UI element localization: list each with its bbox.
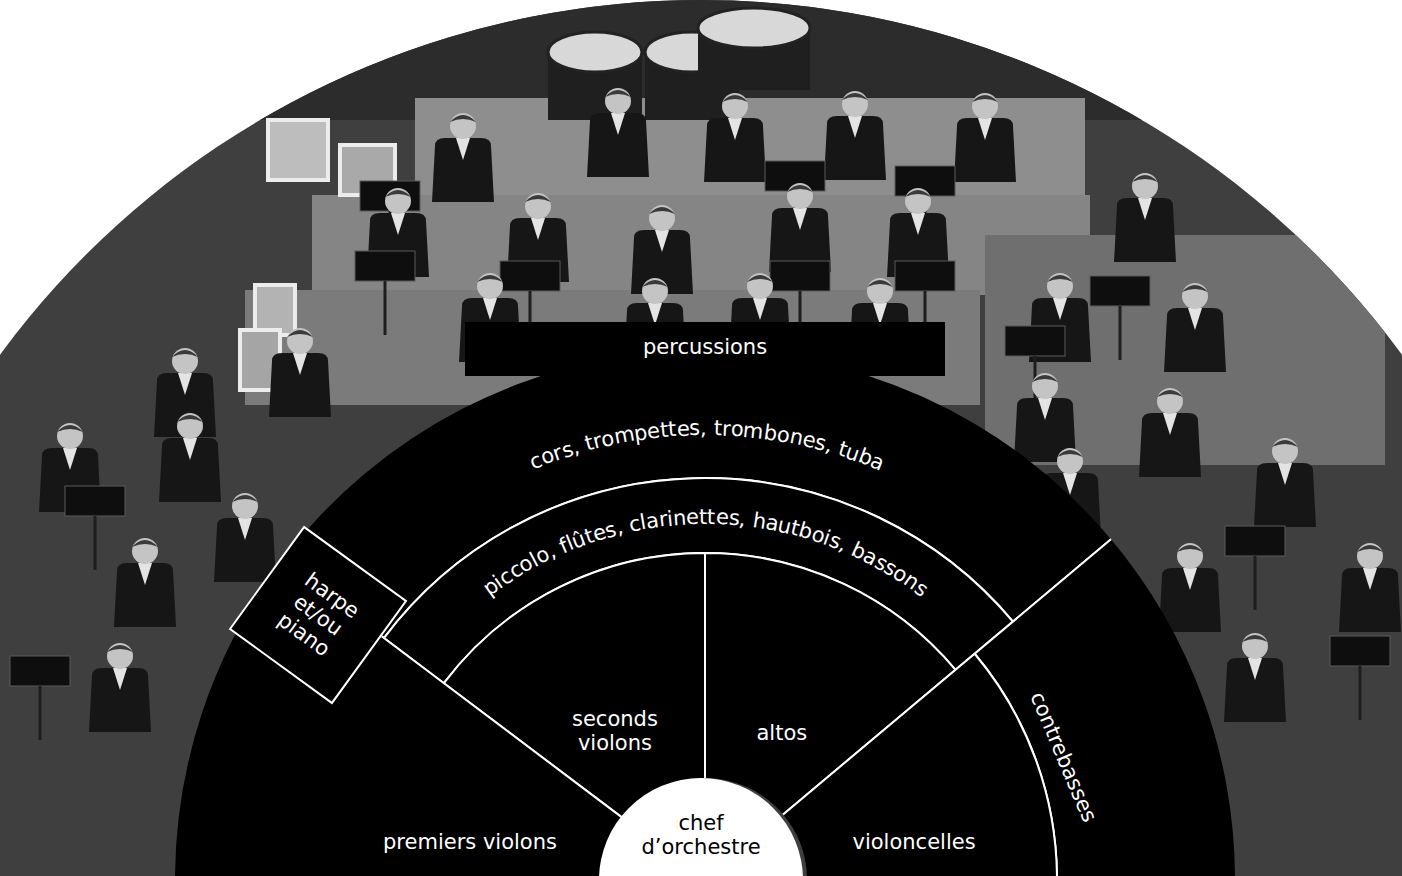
section-border [175, 561, 624, 876]
timpani [548, 32, 642, 72]
outline-group [783, 654, 1057, 876]
label-letter: m [742, 418, 765, 444]
back-wall [0, 0, 1402, 120]
cello-section: violoncelles [783, 653, 1057, 876]
musician [704, 93, 766, 182]
label-letter: t [667, 417, 677, 442]
music-stand [10, 656, 70, 740]
musician [1224, 633, 1286, 722]
outline-group [175, 561, 624, 876]
musician [1114, 173, 1176, 262]
section-label: cors, trompettes, trombones, tuba [281, 350, 1112, 639]
label-letter: e [676, 416, 690, 441]
musician [269, 328, 331, 417]
woodwind-ring: piccolo, flûtes, clarinettes, hautbois, … [383, 478, 1013, 684]
conductor-label: chef d’orchestre [642, 811, 761, 859]
section-border [783, 654, 1057, 876]
musician [954, 93, 1016, 182]
brass-ring: cors, trompettes, trombones, tuba [281, 350, 1112, 639]
musician [769, 183, 831, 272]
musician [1159, 543, 1221, 632]
label-letter: t [699, 505, 707, 529]
section-label: percussions [643, 335, 767, 359]
label-letter [707, 416, 714, 440]
musician [214, 493, 276, 582]
musician [432, 113, 494, 202]
timpani [698, 8, 810, 48]
riser [312, 195, 1090, 295]
section-label: altos [757, 721, 808, 745]
music-stand [1005, 326, 1065, 410]
musician [587, 88, 649, 177]
musician [1164, 283, 1226, 372]
music-stand [1330, 636, 1390, 720]
music-stand [1225, 526, 1285, 610]
riser-step [268, 120, 328, 180]
section-label: premiers violons [383, 830, 557, 854]
music-stand [1090, 276, 1150, 360]
conductor-disc [599, 778, 803, 876]
label-letter: t [707, 505, 716, 529]
section-fill [175, 561, 624, 876]
section-label: seconds violons [572, 707, 658, 755]
label-letter: s [689, 416, 700, 440]
musician [824, 91, 886, 180]
music-stand [65, 486, 125, 570]
section-fill [783, 654, 1057, 876]
musician [159, 413, 221, 502]
label-letter: r [721, 416, 731, 440]
label-letter: n [672, 505, 687, 530]
riser-step [255, 285, 295, 335]
section-label: piccolo, flûtes, clarinettes, hautbois, … [383, 478, 1013, 684]
musician [1139, 388, 1201, 477]
label-letter: e [715, 505, 729, 530]
musician [89, 643, 151, 732]
conductor-circle: chef d’orchestre [599, 778, 803, 876]
music-stand [355, 251, 415, 335]
musician [1254, 438, 1316, 527]
label-letter: e [686, 505, 700, 529]
section-label: harpe et/ou piano [272, 568, 364, 662]
label-letter: , [700, 416, 707, 440]
label-letter: , [738, 507, 747, 532]
label-letter: o [730, 417, 745, 442]
musician [114, 538, 176, 627]
outline-group [599, 778, 803, 876]
section-label: violoncelles [853, 830, 976, 854]
musician [1339, 543, 1401, 632]
label-letter: t [713, 416, 722, 440]
